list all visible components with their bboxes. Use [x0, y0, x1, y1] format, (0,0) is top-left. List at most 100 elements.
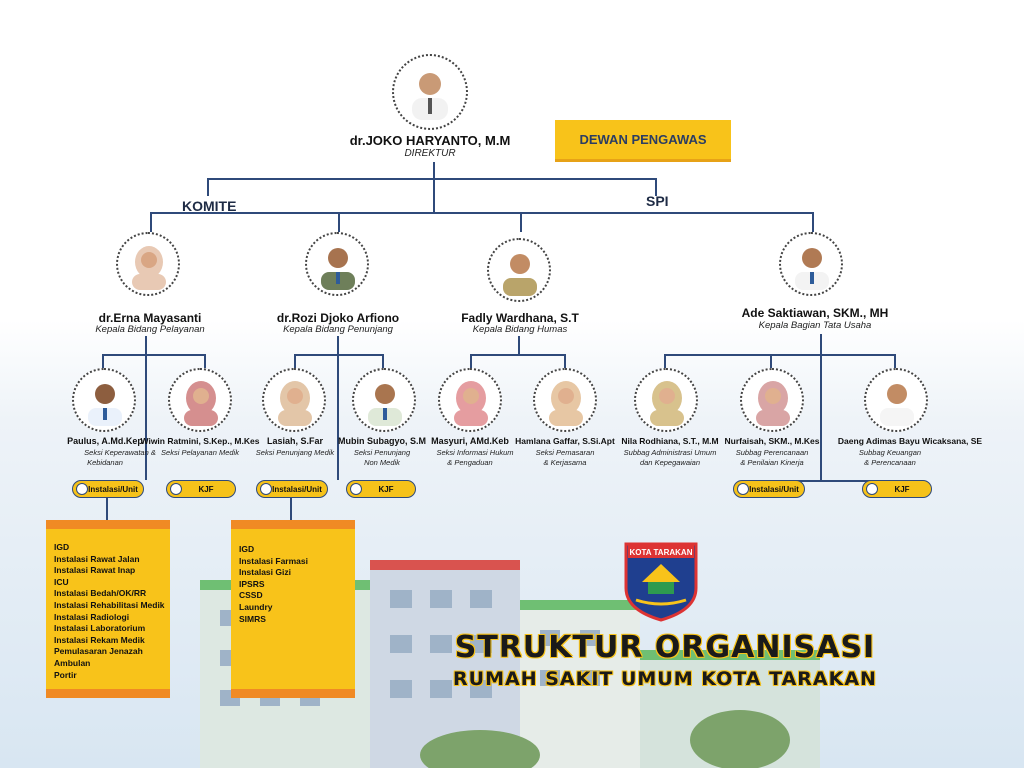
unit-item: Instalasi Rehabilitasi Medik	[54, 599, 165, 610]
connector-line	[520, 212, 522, 232]
page-subtitle: RUMAH SAKIT UMUM KOTA TARAKAN	[453, 668, 877, 690]
staff-name: Nurfaisah, SKM., M.Kes	[724, 436, 820, 446]
connector-line	[664, 354, 896, 356]
unit-item: CSSD	[239, 590, 263, 601]
dewan-pengawas-box: DEWAN PENGAWAS	[555, 120, 731, 162]
connector-line	[470, 354, 472, 368]
head-photo	[779, 232, 843, 296]
head-role: Kepala Bidang Penunjang	[283, 324, 393, 335]
staff-role: & Kerjasama	[543, 458, 587, 467]
staff-photo	[168, 368, 232, 432]
unit-item: Instalasi Gizi	[239, 567, 291, 578]
circle-icon	[737, 483, 749, 495]
staff-role: Seksi Pelayanan Medik	[161, 448, 239, 457]
unit-item: Instalasi Bedah/OK/RR	[54, 588, 147, 599]
circle-icon	[170, 483, 182, 495]
connector-line	[106, 498, 108, 520]
staff-photo	[262, 368, 326, 432]
connector-line	[290, 498, 292, 520]
connector-line	[470, 354, 566, 356]
staff-name: Paulus, A.Md.Kep	[67, 436, 143, 446]
spi-label: SPI	[646, 193, 669, 209]
unit-item: IGD	[54, 542, 70, 552]
connector-line	[204, 354, 206, 368]
director-photo	[392, 54, 468, 130]
staff-role: dan Kepegawaian	[639, 458, 701, 467]
staff-photo	[438, 368, 502, 432]
staff-photo	[864, 368, 928, 432]
circle-icon	[260, 483, 272, 495]
staff-photo	[740, 368, 804, 432]
connector-line	[102, 354, 104, 368]
units-pelayanan-box: IGD Instalasi Rawat Jalan Instalasi Rawa…	[46, 520, 170, 698]
unit-item: IPSRS	[239, 578, 265, 589]
connector-line	[382, 354, 384, 368]
instalasi-unit-pill[interactable]: Instalasi/Unit	[72, 480, 144, 498]
staff-role: Non Medik	[364, 458, 400, 467]
connector-line	[433, 162, 435, 212]
staff-role: Seksi Penunjang	[353, 448, 411, 457]
connector-line	[820, 334, 822, 480]
kjf-pill[interactable]: KJF	[166, 480, 236, 498]
unit-item: Instalasi Radiologi	[54, 611, 130, 622]
unit-item: ICU	[54, 576, 69, 587]
staff-photo	[352, 368, 416, 432]
box-bottom-bar	[46, 689, 170, 698]
units-penunjang-box: IGD Instalasi Farmasi Instalasi Gizi IPS…	[231, 520, 355, 698]
connector-line	[150, 212, 814, 214]
unit-item: Portir	[54, 669, 77, 680]
head-photo	[116, 232, 180, 296]
head-name: dr.Rozi Djoko Arfiono	[276, 311, 400, 325]
connector-line	[655, 178, 657, 196]
staff-role: Subbag Perencanaan	[735, 448, 809, 457]
units-penunjang-list: IGD Instalasi Farmasi Instalasi Gizi IPS…	[239, 544, 308, 625]
director-name: dr.JOKO HARYANTO, M.M	[349, 133, 511, 148]
head-role: Kepala Bagian Tata Usaha	[758, 320, 872, 331]
connector-line	[337, 336, 339, 480]
staff-photo	[533, 368, 597, 432]
head-photo	[487, 238, 551, 302]
head-role: Kepala Bidang Humas	[472, 324, 568, 335]
unit-item: Instalasi Rawat Jalan	[54, 553, 140, 564]
unit-item: Pemulasaran Jenazah	[54, 646, 143, 657]
connector-line	[564, 354, 566, 368]
page-title: STRUKTUR ORGANISASI	[454, 630, 876, 665]
connector-line	[338, 212, 340, 232]
staff-role: Kebidanan	[87, 458, 123, 467]
circle-icon	[866, 483, 878, 495]
staff-photo	[72, 368, 136, 432]
head-photo	[305, 232, 369, 296]
staff-role: Seksi Keperawatan &	[84, 448, 156, 457]
director-role: DIREKTUR	[404, 148, 456, 159]
connector-line	[812, 212, 814, 232]
instalasi-unit-pill[interactable]: Instalasi/Unit	[256, 480, 328, 498]
kjf-pill[interactable]: KJF	[346, 480, 416, 498]
staff-role: & Pengaduan	[447, 458, 493, 467]
staff-name: Masyuri, AMd.Keb	[431, 436, 509, 446]
head-role: Kepala Bidang Pelayanan	[95, 324, 205, 335]
staff-name: Hamlana Gaffar, S.Si.Apt	[515, 436, 615, 446]
staff-role: Seksi Penunjang Medik	[255, 448, 335, 457]
connector-line	[770, 354, 772, 368]
unit-item: SIMRS	[239, 613, 266, 624]
komite-label: KOMITE	[182, 198, 237, 214]
staff-name: Mubin Subagyo, S.M	[338, 436, 426, 446]
unit-item: Instalasi Farmasi	[239, 555, 308, 566]
box-top-bar	[46, 520, 170, 529]
kjf-pill[interactable]: KJF	[862, 480, 932, 498]
svg-text:KOTA TARAKAN: KOTA TARAKAN	[630, 548, 693, 557]
connector-line	[150, 212, 152, 232]
circle-icon	[76, 483, 88, 495]
circle-icon	[350, 483, 362, 495]
staff-photo	[634, 368, 698, 432]
staff-role: Seksi Pemasaran	[535, 448, 595, 457]
connector-line	[770, 480, 896, 482]
staff-role: Seksi Informasi Hukum	[436, 448, 514, 457]
staff-name: Lasiah, S.Far	[266, 436, 324, 446]
kota-tarakan-logo: KOTA TARAKAN	[624, 542, 698, 622]
unit-item: Ambulan	[54, 657, 91, 668]
unit-item: Instalasi Laboratorium	[54, 623, 146, 634]
instalasi-unit-pill[interactable]: Instalasi/Unit	[733, 480, 805, 498]
staff-role: & Penilaian Kinerja	[740, 458, 804, 467]
connector-line	[145, 336, 147, 480]
